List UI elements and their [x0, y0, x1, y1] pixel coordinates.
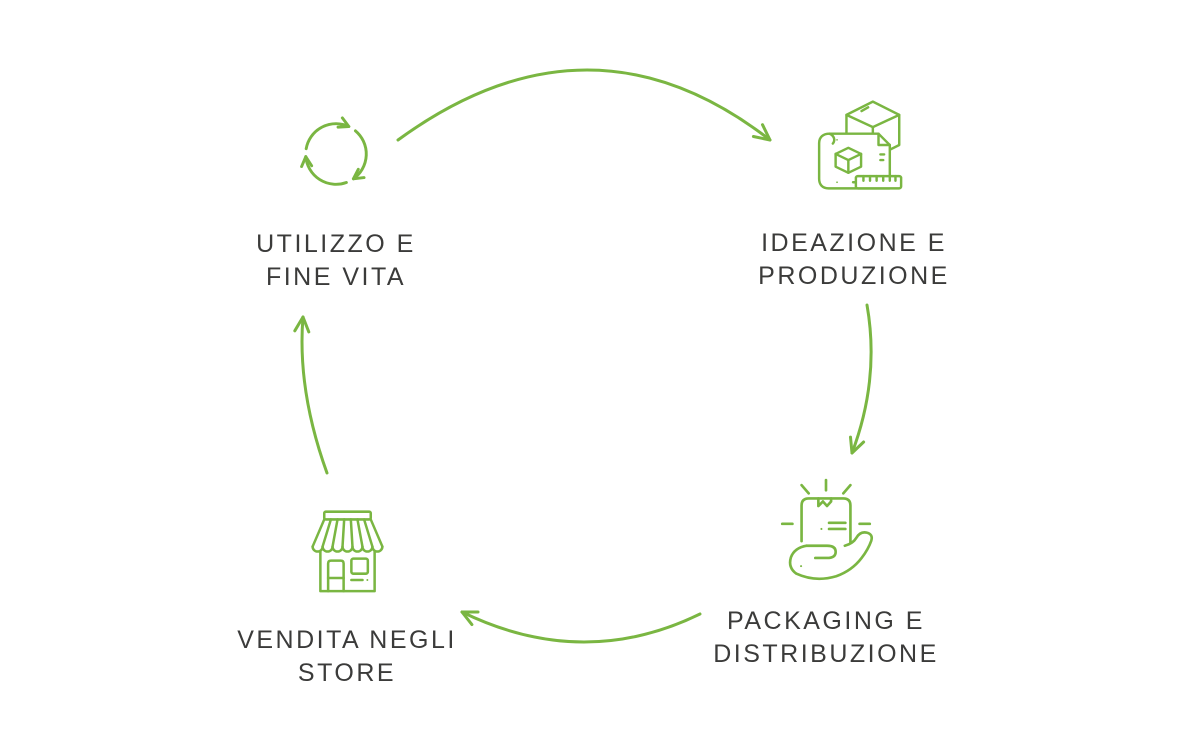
node-label-line: PACKAGING E — [727, 607, 925, 635]
node-packaging-e-distribuzione: PACKAGING E DISTRIBUZIONE — [696, 477, 956, 671]
arrow-vendita-to-utilizzo — [293, 315, 329, 475]
node-ideazione-e-produzione: IDEAZIONE E PRODUZIONE — [724, 96, 984, 293]
storefront-icon — [301, 502, 394, 595]
node-label: VENDITA NEGLI STORE — [237, 624, 457, 690]
node-label-line: VENDITA NEGLI — [237, 626, 457, 654]
node-label: IDEAZIONE E PRODUZIONE — [758, 227, 950, 293]
node-label-line: IDEAZIONE E — [761, 229, 947, 257]
blueprint-cube-ruler-icon — [801, 96, 907, 194]
hand-holding-package-icon — [769, 477, 883, 587]
node-vendita-negli-store: VENDITA NEGLI STORE — [217, 502, 477, 690]
node-utilizzo-e-fine-vita: UTILIZZO E FINE VITA — [206, 110, 466, 294]
node-label: UTILIZZO E FINE VITA — [256, 228, 416, 294]
arrow-ideazione-to-packaging — [849, 303, 873, 455]
node-label: PACKAGING E DISTRIBUZIONE — [713, 605, 939, 671]
node-label-line: PRODUZIONE — [758, 262, 950, 290]
node-label-line: FINE VITA — [265, 263, 407, 291]
recycle-arrows-icon — [292, 110, 380, 198]
node-label-line: DISTRIBUZIONE — [713, 640, 939, 668]
node-label-line: STORE — [297, 659, 397, 687]
arrow-packaging-to-vendita — [460, 610, 702, 644]
node-label-line: UTILIZZO E — [256, 230, 416, 258]
